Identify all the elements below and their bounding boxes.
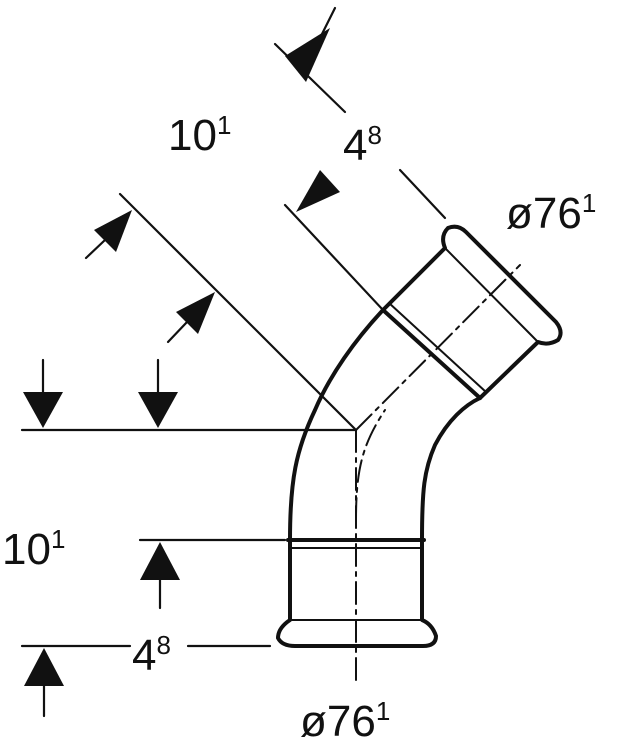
- bottom-diameter-label: ø761: [300, 697, 390, 746]
- fitting-outline: [276, 224, 563, 648]
- top-insertion-fraction: 8: [367, 120, 382, 150]
- dimension-arrows: [23, 6, 340, 718]
- top-length-value: 10: [168, 111, 217, 160]
- top-insertion-label: 48: [343, 121, 382, 170]
- top-diameter-value: ø76: [506, 189, 582, 238]
- center-lines: [355, 264, 521, 681]
- bottom-diameter-value: ø76: [300, 697, 376, 746]
- arrow-icon: [176, 292, 215, 334]
- top-diameter-label: ø761: [506, 189, 596, 238]
- arrow-icon: [140, 542, 180, 580]
- left-length-value: 10: [2, 525, 51, 574]
- left-insertion-label: 48: [132, 631, 171, 680]
- arrow-icon: [94, 210, 132, 252]
- arrow-icon: [285, 28, 330, 82]
- arrow-icon: [24, 648, 64, 686]
- arrow-icon: [296, 170, 340, 212]
- top-diameter-fraction: 1: [581, 188, 597, 218]
- arrow-icon: [138, 392, 178, 428]
- arrow-icon: [23, 392, 63, 428]
- left-insertion-value: 4: [132, 631, 157, 680]
- left-length-label: 101: [2, 525, 65, 574]
- top-length-fraction: 1: [216, 110, 232, 140]
- top-length-label: 101: [168, 111, 231, 160]
- left-insertion-fraction: 8: [156, 630, 171, 660]
- left-length-fraction: 1: [50, 524, 66, 554]
- bottom-diameter-fraction: 1: [375, 696, 391, 726]
- top-insertion-value: 4: [343, 121, 368, 170]
